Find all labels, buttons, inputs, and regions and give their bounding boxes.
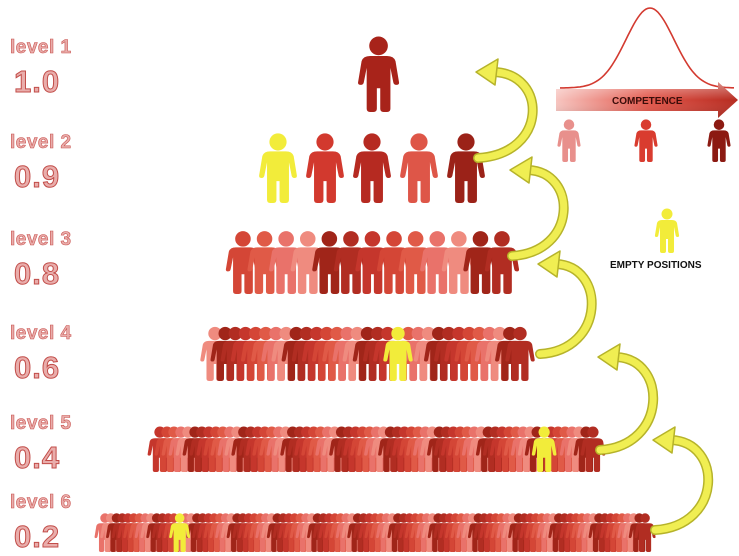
level-2-label: level 2 — [10, 132, 72, 153]
competence-sample-figure — [707, 119, 731, 162]
promotion-arrow — [650, 426, 714, 535]
level-4-label: level 4 — [10, 323, 72, 344]
person-figure — [306, 133, 344, 203]
person-figure — [358, 36, 400, 112]
person-figure — [353, 133, 391, 203]
level-3-value: 0.8 — [13, 256, 61, 291]
arrow-head — [537, 250, 561, 278]
level-5-label: level 5 — [10, 413, 72, 434]
empty-positions-label: EMPTY POSITIONS — [610, 260, 702, 271]
level-1-label: level 1 — [10, 37, 72, 58]
arrow-head — [475, 58, 499, 86]
level-6-label: level 6 — [10, 492, 72, 513]
level-1-people-row — [358, 36, 400, 112]
person-figure — [400, 133, 438, 203]
competence-sample-figure — [557, 119, 581, 162]
promotion-arrows — [473, 58, 714, 535]
level-3-label: level 3 — [10, 229, 72, 250]
level-5-people-row — [147, 426, 606, 472]
level-2-people-row — [259, 133, 485, 203]
empty-position-legend-figure — [654, 208, 680, 253]
competence-legend — [556, 7, 738, 253]
level-4-people-row — [200, 326, 535, 381]
competence-sample-figure — [634, 119, 658, 162]
competence-arrow-gloss — [556, 82, 738, 118]
person-figure — [447, 133, 485, 203]
level-6-people-row — [94, 513, 656, 552]
arrow-head — [597, 343, 621, 371]
promotion-arrow — [535, 250, 597, 359]
promotion-arrow — [507, 156, 569, 261]
arrow-head — [509, 156, 533, 184]
empty-position-figure — [259, 133, 297, 203]
level-5-value: 0.4 — [13, 440, 61, 475]
level-1-value: 1.0 — [13, 64, 61, 99]
arrow-head — [652, 426, 676, 454]
level-6-value: 0.2 — [13, 519, 61, 554]
promotion-arrow — [595, 343, 659, 455]
promotion-arrow — [473, 58, 538, 163]
bell-curve — [560, 7, 734, 89]
competence-axis-label: COMPETENCE — [612, 96, 683, 107]
people-rows — [94, 36, 656, 552]
level-4-value: 0.6 — [13, 350, 61, 385]
level-2-value: 0.9 — [13, 159, 61, 194]
level-3-people-row — [225, 231, 520, 294]
